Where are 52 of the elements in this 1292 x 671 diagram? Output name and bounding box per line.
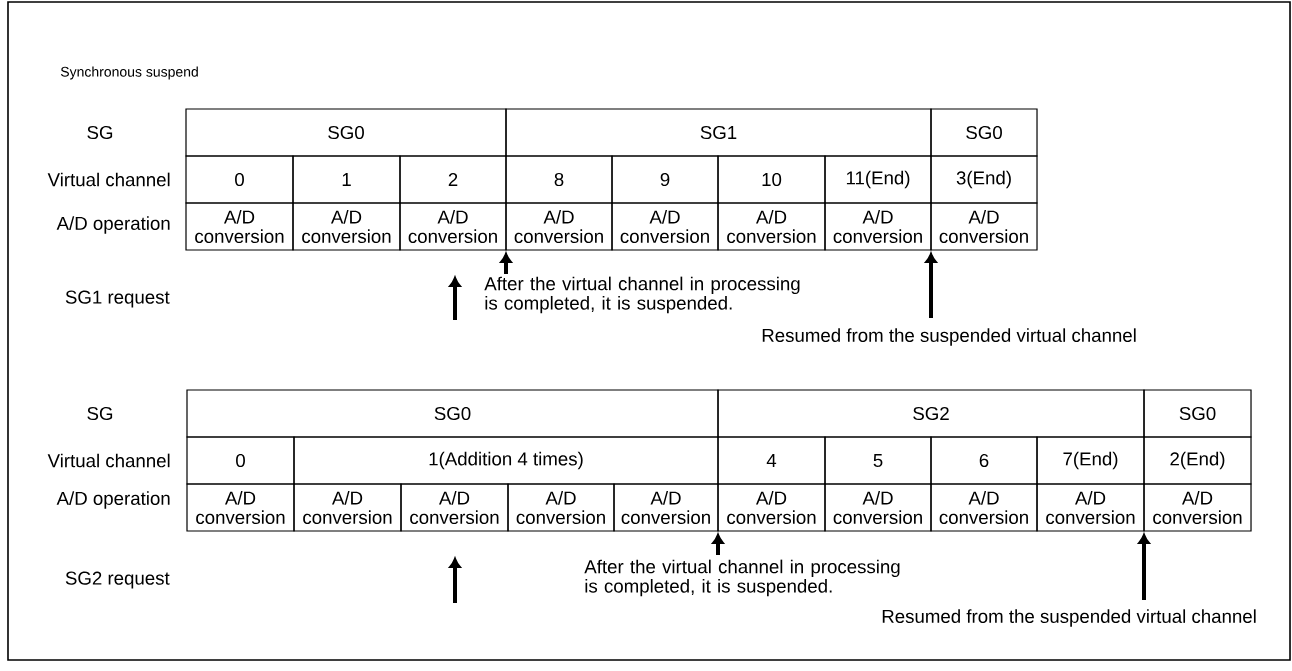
table-cell: 0 — [185, 155, 294, 204]
table-cell: A/D conversion — [824, 202, 932, 251]
table-cell: A/D conversion — [1036, 483, 1145, 532]
note-text: After the virtual channel in processing is completed, it is suspended. — [584, 559, 900, 597]
table-cell: SG1 — [505, 108, 932, 157]
table-cell: A/D conversion — [400, 483, 509, 532]
table-cell: A/D conversion — [505, 202, 613, 251]
table-cell: A/D conversion — [399, 202, 507, 251]
table-cell: 5 — [824, 436, 932, 485]
table-cell: SG0 — [930, 108, 1038, 157]
table-cell: 4 — [717, 436, 826, 485]
row-label: SG — [87, 406, 113, 421]
table-cell: 2 — [399, 155, 507, 204]
row-label: Virtual channel — [47, 453, 170, 468]
table-cell: A/D conversion — [185, 202, 294, 251]
table-cell: 1(Addition 4 times) — [293, 436, 719, 485]
table-cell: SG2 — [717, 389, 1145, 438]
note-text: After the virtual channel in processing is completed, it is suspended. — [484, 276, 800, 314]
table-cell: A/D conversion — [1143, 483, 1252, 532]
table-cell: A/D conversion — [613, 483, 719, 532]
table-cell: SG0 — [186, 389, 719, 438]
table-cell: 11(End) — [824, 155, 932, 204]
table-cell: A/D conversion — [611, 202, 719, 251]
table-cell: SG0 — [1143, 389, 1252, 438]
table-cell: A/D conversion — [293, 483, 402, 532]
table-cell: 6 — [930, 436, 1038, 485]
title: Synchronous suspend — [60, 66, 198, 80]
table-cell: A/D conversion — [507, 483, 615, 532]
table-cell: 9 — [611, 155, 719, 204]
table-cell: A/D conversion — [292, 202, 401, 251]
table-cell: A/D conversion — [930, 483, 1038, 532]
row-label: SG2 request — [65, 571, 170, 589]
table-cell: 7(End) — [1036, 436, 1145, 485]
table-cell: A/D conversion — [930, 202, 1038, 251]
table-cell: 2(End) — [1143, 436, 1252, 485]
table-cell: A/D conversion — [717, 202, 826, 251]
table-cell: A/D conversion — [717, 483, 826, 532]
table-cell: 1 — [292, 155, 401, 204]
table-cell: SG0 — [185, 108, 507, 157]
table-cell: A/D conversion — [186, 483, 295, 532]
row-label: A/D operation — [56, 491, 170, 509]
table-cell: 8 — [505, 155, 613, 204]
table-cell: 0 — [186, 436, 295, 485]
row-label: A/D operation — [56, 216, 170, 234]
row-label: SG1 request — [65, 290, 170, 308]
note-text: Resumed from the suspended virtual channel — [762, 328, 1136, 346]
row-label: Virtual channel — [47, 172, 170, 187]
table-cell: A/D conversion — [824, 483, 932, 532]
table-cell: 3(End) — [930, 155, 1038, 204]
note-text: Resumed from the suspended virtual channel — [882, 609, 1256, 627]
row-label: SG — [87, 125, 113, 140]
table-cell: 10 — [717, 155, 826, 204]
